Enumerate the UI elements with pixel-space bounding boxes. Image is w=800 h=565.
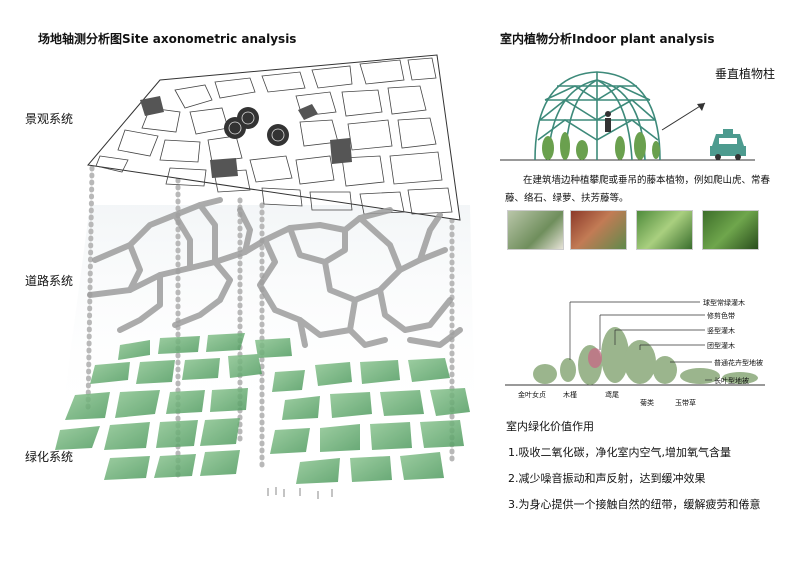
legend-flower-groundcover: 普通花卉型地被 — [714, 359, 763, 367]
climbing-plants-paragraph: 在建筑墙边种植攀爬或垂吊的藤本植物，例如爬山虎、常春藤、络石、绿萝、扶芳藤等。 — [505, 175, 771, 204]
legend-trimmed-belt: 修剪色带 — [707, 312, 735, 320]
plant-photo-3 — [636, 210, 693, 250]
legend-longleaf-groundcover: 长叶型地被 — [714, 377, 749, 385]
label-hibiscus: 木槿 — [563, 391, 577, 399]
value-section-title: 室内绿化价值作用 — [506, 420, 594, 433]
green-plane — [55, 333, 470, 484]
value-item-3: 3.为身心提供一个接触自然的纽带，缓解疲劳和倦意 — [508, 498, 761, 511]
label-iris: 鸢尾 — [605, 391, 619, 399]
person-figure — [605, 111, 611, 132]
label-golden-privet: 金叶女贞 — [518, 391, 546, 399]
landscape-plane — [87, 54, 461, 221]
layer-label-green: 绿化系统 — [25, 450, 74, 464]
leader-arrow — [661, 102, 706, 131]
legend-clump-shrub: 团型灌木 — [707, 342, 735, 350]
legend-vertical-shrub: 竖型灌木 — [707, 327, 735, 335]
legend-spherical-shrub: 球型常绿灌木 — [703, 299, 745, 307]
plant-photo-4 — [702, 210, 759, 250]
vertical-plant-column-label: 垂直植物柱 — [715, 67, 776, 81]
indoor-plant-title: 室内植物分析Indoor plant analysis — [500, 32, 715, 46]
label-ribbon-grass: 玉带草 — [675, 399, 696, 407]
value-item-1: 1.吸收二氧化碳，净化室内空气,增加氧气含量 — [508, 446, 731, 459]
layer-label-landscape: 景观系统 — [25, 112, 74, 126]
pedestrian-silhouettes — [267, 487, 333, 499]
axonometric-title: 场地轴测分析图Site axonometric analysis — [38, 32, 297, 46]
road-plane — [87, 197, 463, 348]
dome-plants — [542, 132, 660, 160]
label-chrysanthemum: 菊类 — [640, 399, 654, 407]
plant-photo-1 — [507, 210, 564, 250]
value-item-2: 2.减少噪音振动和声反射，达到缓冲效果 — [508, 472, 706, 485]
plant-photo-2 — [570, 210, 627, 250]
layer-label-road: 道路系统 — [25, 274, 74, 288]
